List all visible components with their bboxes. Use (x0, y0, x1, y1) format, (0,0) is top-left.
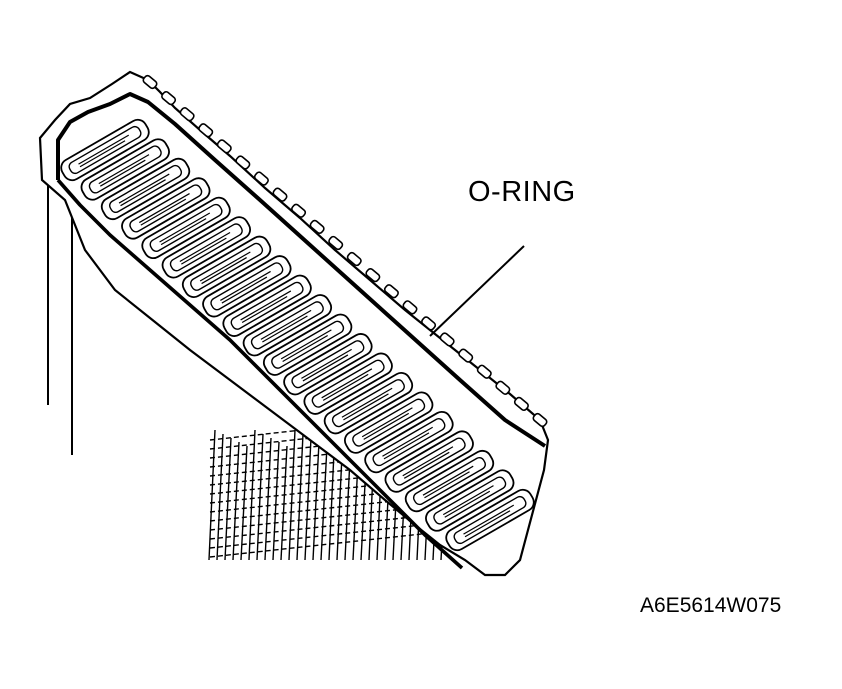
fin-line (288, 429, 296, 561)
core-tube (121, 177, 211, 240)
fin-line (216, 433, 224, 561)
fin-line (264, 437, 272, 561)
core-tube (60, 118, 150, 182)
housing-bump (272, 187, 288, 202)
core-tube (445, 488, 535, 552)
core-tube (364, 410, 454, 474)
housing-bump (142, 74, 158, 90)
housing-bump (235, 155, 251, 170)
o-ring (56, 92, 547, 448)
fin-crossline (209, 531, 441, 558)
fin-line (224, 437, 232, 561)
housing-bump (216, 139, 232, 154)
core-tube (344, 391, 434, 454)
housing-bump (421, 316, 437, 331)
housing-bump (383, 284, 399, 299)
core-tube (242, 294, 333, 357)
housing-bumps (142, 74, 548, 428)
core-tube (202, 255, 292, 318)
core-tube (404, 449, 495, 513)
housing-bump (532, 412, 548, 428)
housing-bump (346, 251, 362, 267)
housing-bump (309, 219, 325, 234)
core-tube (141, 196, 231, 260)
housing-bump (476, 364, 492, 379)
housing-bump (291, 203, 307, 218)
housing-bump (365, 268, 381, 283)
fin-line (280, 445, 288, 561)
figure-code: A6E5614W075 (640, 594, 782, 617)
housing-bump (439, 332, 455, 347)
core-tube (100, 157, 191, 221)
o-ring-lower (56, 178, 464, 570)
core-tube (222, 274, 312, 337)
fin-line (320, 445, 328, 561)
fin-crossline (209, 522, 441, 549)
core-tube (303, 352, 393, 415)
o-ring-leader-line (429, 245, 525, 337)
core-tube (283, 333, 373, 396)
core-tube (323, 372, 414, 435)
housing-bump (328, 235, 344, 251)
core-tube (161, 216, 251, 279)
housing-bump (458, 348, 474, 363)
housing-bump (513, 396, 529, 412)
fin-line (272, 441, 280, 561)
housing-bump (179, 107, 195, 122)
core-tube (181, 235, 272, 298)
core-tube (262, 313, 353, 376)
fin-crossline (209, 513, 441, 540)
housing-bump (161, 90, 177, 106)
housing-bump (495, 380, 511, 395)
core-tube (425, 469, 515, 532)
o-ring-label: O-RING (468, 176, 576, 208)
fin-line (240, 445, 248, 561)
core-tubes (60, 118, 535, 552)
core-tube (80, 138, 170, 201)
housing-bump (253, 171, 269, 186)
fin-line (296, 433, 304, 561)
fin-line (232, 441, 240, 561)
core-tube (384, 430, 474, 493)
housing-bump (198, 123, 214, 138)
fin-line (208, 429, 216, 561)
housing-bump (402, 300, 418, 315)
fin-line (304, 437, 312, 561)
fin-line (248, 429, 256, 561)
